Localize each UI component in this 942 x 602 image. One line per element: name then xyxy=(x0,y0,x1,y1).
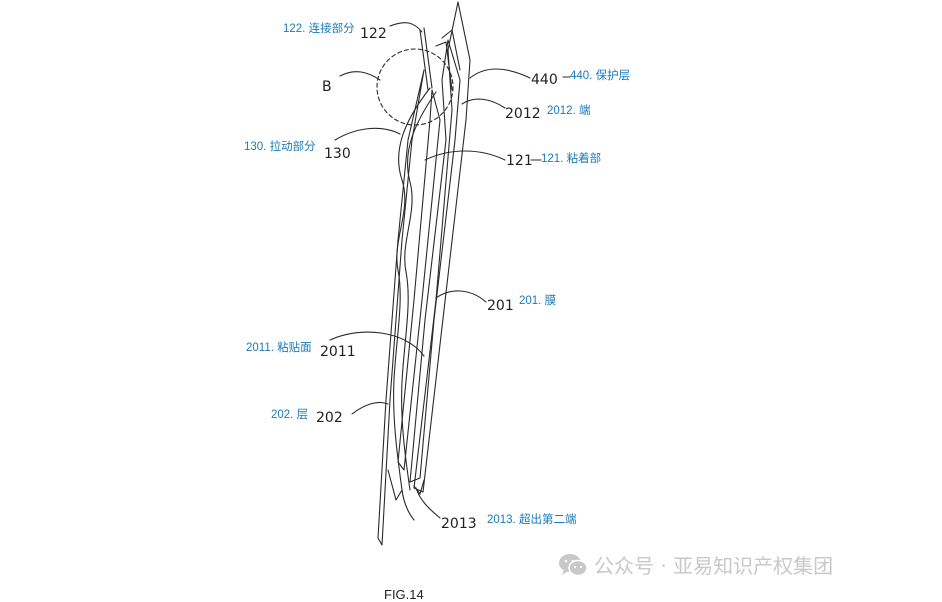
leader-2013 xyxy=(415,487,441,519)
top-fold-2 xyxy=(435,41,453,91)
annotation-label-2013: 2013. 超出第二端 xyxy=(487,514,577,526)
top-fold xyxy=(441,29,461,71)
leader-2011 xyxy=(329,331,425,357)
figure-caption: FIG.14 xyxy=(384,587,424,602)
connecting-part-line-2 xyxy=(419,29,429,91)
ref-numeral-2013: 2013 xyxy=(441,516,477,532)
ref-numeral-2012: 2012 xyxy=(505,106,541,122)
annotation-label-202: 202. 层 xyxy=(271,409,309,421)
ref-numeral-440: 440 xyxy=(531,72,558,88)
leader-130 xyxy=(334,127,401,141)
leader-440 xyxy=(469,68,531,79)
detail-circle-b xyxy=(376,48,454,126)
ref-numeral-122: 122 xyxy=(360,26,387,42)
annotation-label-201: 201. 膜 xyxy=(519,295,557,307)
film-outline xyxy=(409,39,461,483)
layer-outline xyxy=(377,69,425,546)
protective-layer-outline xyxy=(413,1,471,493)
ref-numeral-201: 201 xyxy=(487,298,514,314)
ref-numeral-b: B xyxy=(322,79,332,95)
leader-202 xyxy=(351,401,389,415)
annotation-label-130: 130. 拉动部分 xyxy=(244,141,316,153)
ref-numeral-2011: 2011 xyxy=(320,344,356,360)
annotation-label-121: 121. 粘着部 xyxy=(541,153,602,165)
annotation-label-122: 122. 连接部分 xyxy=(283,23,355,35)
ref-numeral-121: 121 xyxy=(506,153,533,169)
watermark: 公众号 · 亚易知识产权集团 xyxy=(558,550,833,579)
ref-numeral-130: 130 xyxy=(324,146,351,162)
bottom-tail xyxy=(387,469,403,501)
ref-numeral-202: 202 xyxy=(316,410,343,426)
leader-122 xyxy=(389,22,423,33)
annotation-label-2012: 2012. 端 xyxy=(547,105,591,117)
leader-b xyxy=(339,71,381,81)
leader-2012 xyxy=(461,98,506,109)
wechat-icon xyxy=(559,553,588,576)
watermark-text: 公众号 · 亚易知识产权集团 xyxy=(594,554,834,578)
annotation-label-2011: 2011. 粘贴面 xyxy=(246,342,312,354)
leader-121 xyxy=(424,150,506,161)
connecting-part-line xyxy=(423,27,433,89)
leader-201 xyxy=(435,290,487,303)
adhesive-outline xyxy=(397,89,441,471)
annotation-label-440: 440. 保护层 xyxy=(570,70,631,82)
pull-part-inner xyxy=(401,91,437,491)
